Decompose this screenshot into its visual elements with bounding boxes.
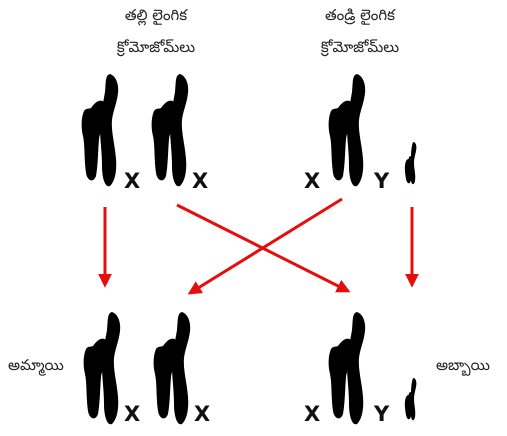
arrow-father-x-to-daughter <box>187 197 343 295</box>
father-y-label: Y <box>373 169 390 193</box>
inheritance-arrows <box>98 197 419 295</box>
father-header: తండ్రి లైంగిక క్రోమోజోమ్‌లు <box>321 6 399 57</box>
father-y-chromosome <box>404 142 417 185</box>
son-x-chromosome <box>328 312 366 425</box>
mother-chromosomes: X X <box>81 74 208 193</box>
son-x-label: X <box>304 402 320 426</box>
son-chromosomes: X Y <box>304 312 417 426</box>
son-y-chromosome <box>404 378 417 421</box>
mother-header-line1: తల్లి లైంగిక <box>125 6 188 26</box>
mother-x-chromosome-left <box>81 74 119 187</box>
mother-x-label-left: X <box>124 169 140 193</box>
father-x-label: X <box>304 169 320 193</box>
mother-header: తల్లి లైంగిక క్రోమోజోమ్‌లు <box>117 6 195 57</box>
daughter-x-chromosome-left <box>83 312 121 425</box>
daughter-x-chromosome-right <box>153 312 191 425</box>
son-y-label: Y <box>373 402 390 426</box>
mother-x-chromosome-right <box>151 74 189 187</box>
daughter-x-label-left: X <box>124 402 140 426</box>
daughter-chromosomes: X X <box>83 312 210 426</box>
mother-header-line2: క్రోమోజోమ్‌లు <box>117 38 195 57</box>
father-header-line2: క్రోమోజోమ్‌లు <box>321 38 399 57</box>
father-header-line1: తండ్రి లైంగిక <box>325 6 396 25</box>
daughter-x-label-right: X <box>194 402 210 426</box>
mother-x-label-right: X <box>192 169 208 193</box>
daughter-label: అమ్మాయి <box>8 356 64 376</box>
son-label: అబ్బాయి <box>436 356 490 376</box>
father-x-chromosome <box>328 74 366 187</box>
father-chromosomes: X Y <box>304 74 417 193</box>
